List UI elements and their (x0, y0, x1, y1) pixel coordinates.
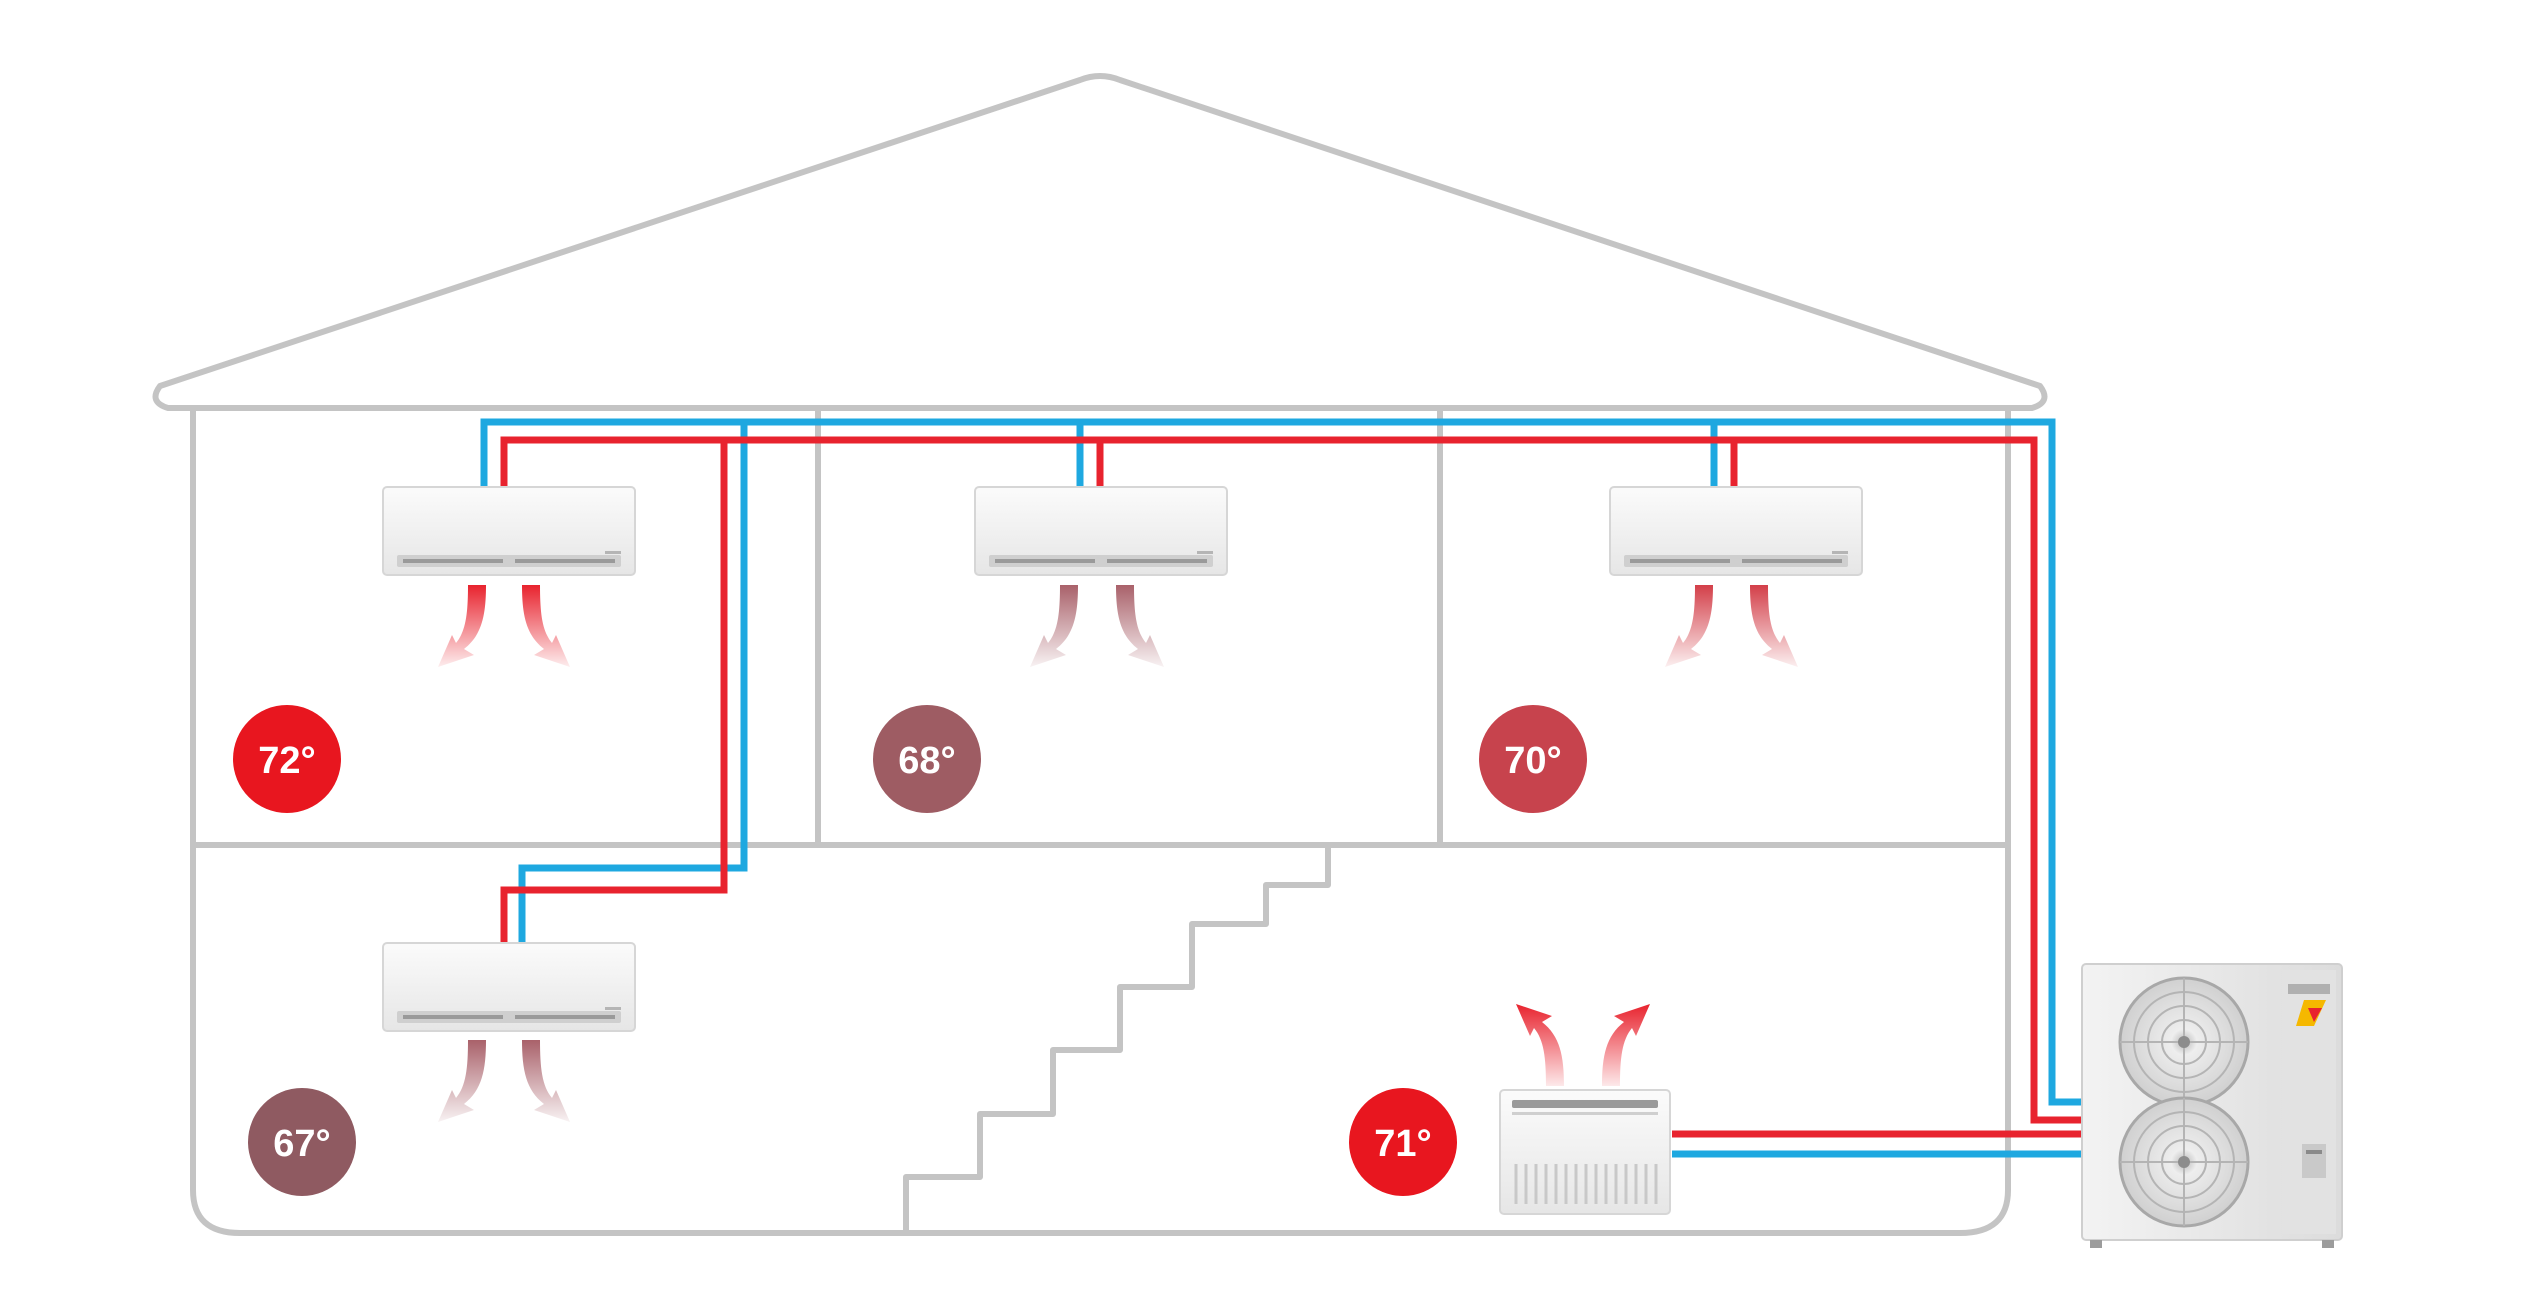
pipe-cold-main (480, 418, 2082, 1106)
indoor-unit-upper-right (1609, 486, 1863, 576)
temp-badge-lower-left: 67° (248, 1088, 356, 1196)
pipe-hot-branch-4 (500, 440, 728, 946)
temp-badge-lower-right: 71° (1349, 1088, 1457, 1196)
staircase (903, 842, 1331, 1236)
refrigerant-pipes (480, 418, 2082, 1158)
house-outline (152, 73, 2048, 1236)
indoor-unit-upper-left (382, 486, 636, 576)
indoor-unit-upper-middle (974, 486, 1228, 576)
airflow-arrows-lower-left (438, 1040, 570, 1122)
fan-bottom (2118, 1096, 2250, 1228)
airflow-arrows-upper-left (438, 585, 570, 667)
temp-value: 67° (273, 1123, 330, 1165)
temp-badge-upper-left: 72° (233, 705, 341, 813)
temp-value: 68° (898, 740, 955, 782)
indoor-unit-lower-left (382, 942, 636, 1032)
pipe-hot-main (500, 436, 2082, 1124)
temp-value: 70° (1504, 740, 1561, 782)
airflow-arrows-upper-right (1665, 585, 1798, 667)
airflow-arrows-upper-middle (1030, 585, 1164, 667)
airflow-arrows-lower-right (1516, 1004, 1650, 1086)
outdoor-unit (2081, 963, 2343, 1248)
house-walls (190, 405, 2011, 1236)
temp-badge-upper-right: 70° (1479, 705, 1587, 813)
temp-value: 72° (258, 740, 315, 782)
brand-logo (2288, 984, 2330, 994)
temp-badge-upper-middle: 68° (873, 705, 981, 813)
temp-value: 71° (1374, 1123, 1431, 1165)
fan-top (2118, 976, 2250, 1108)
pipe-cold-branch-4 (518, 422, 748, 946)
roof (152, 73, 2048, 411)
indoor-unit-floor (1499, 1089, 1671, 1215)
